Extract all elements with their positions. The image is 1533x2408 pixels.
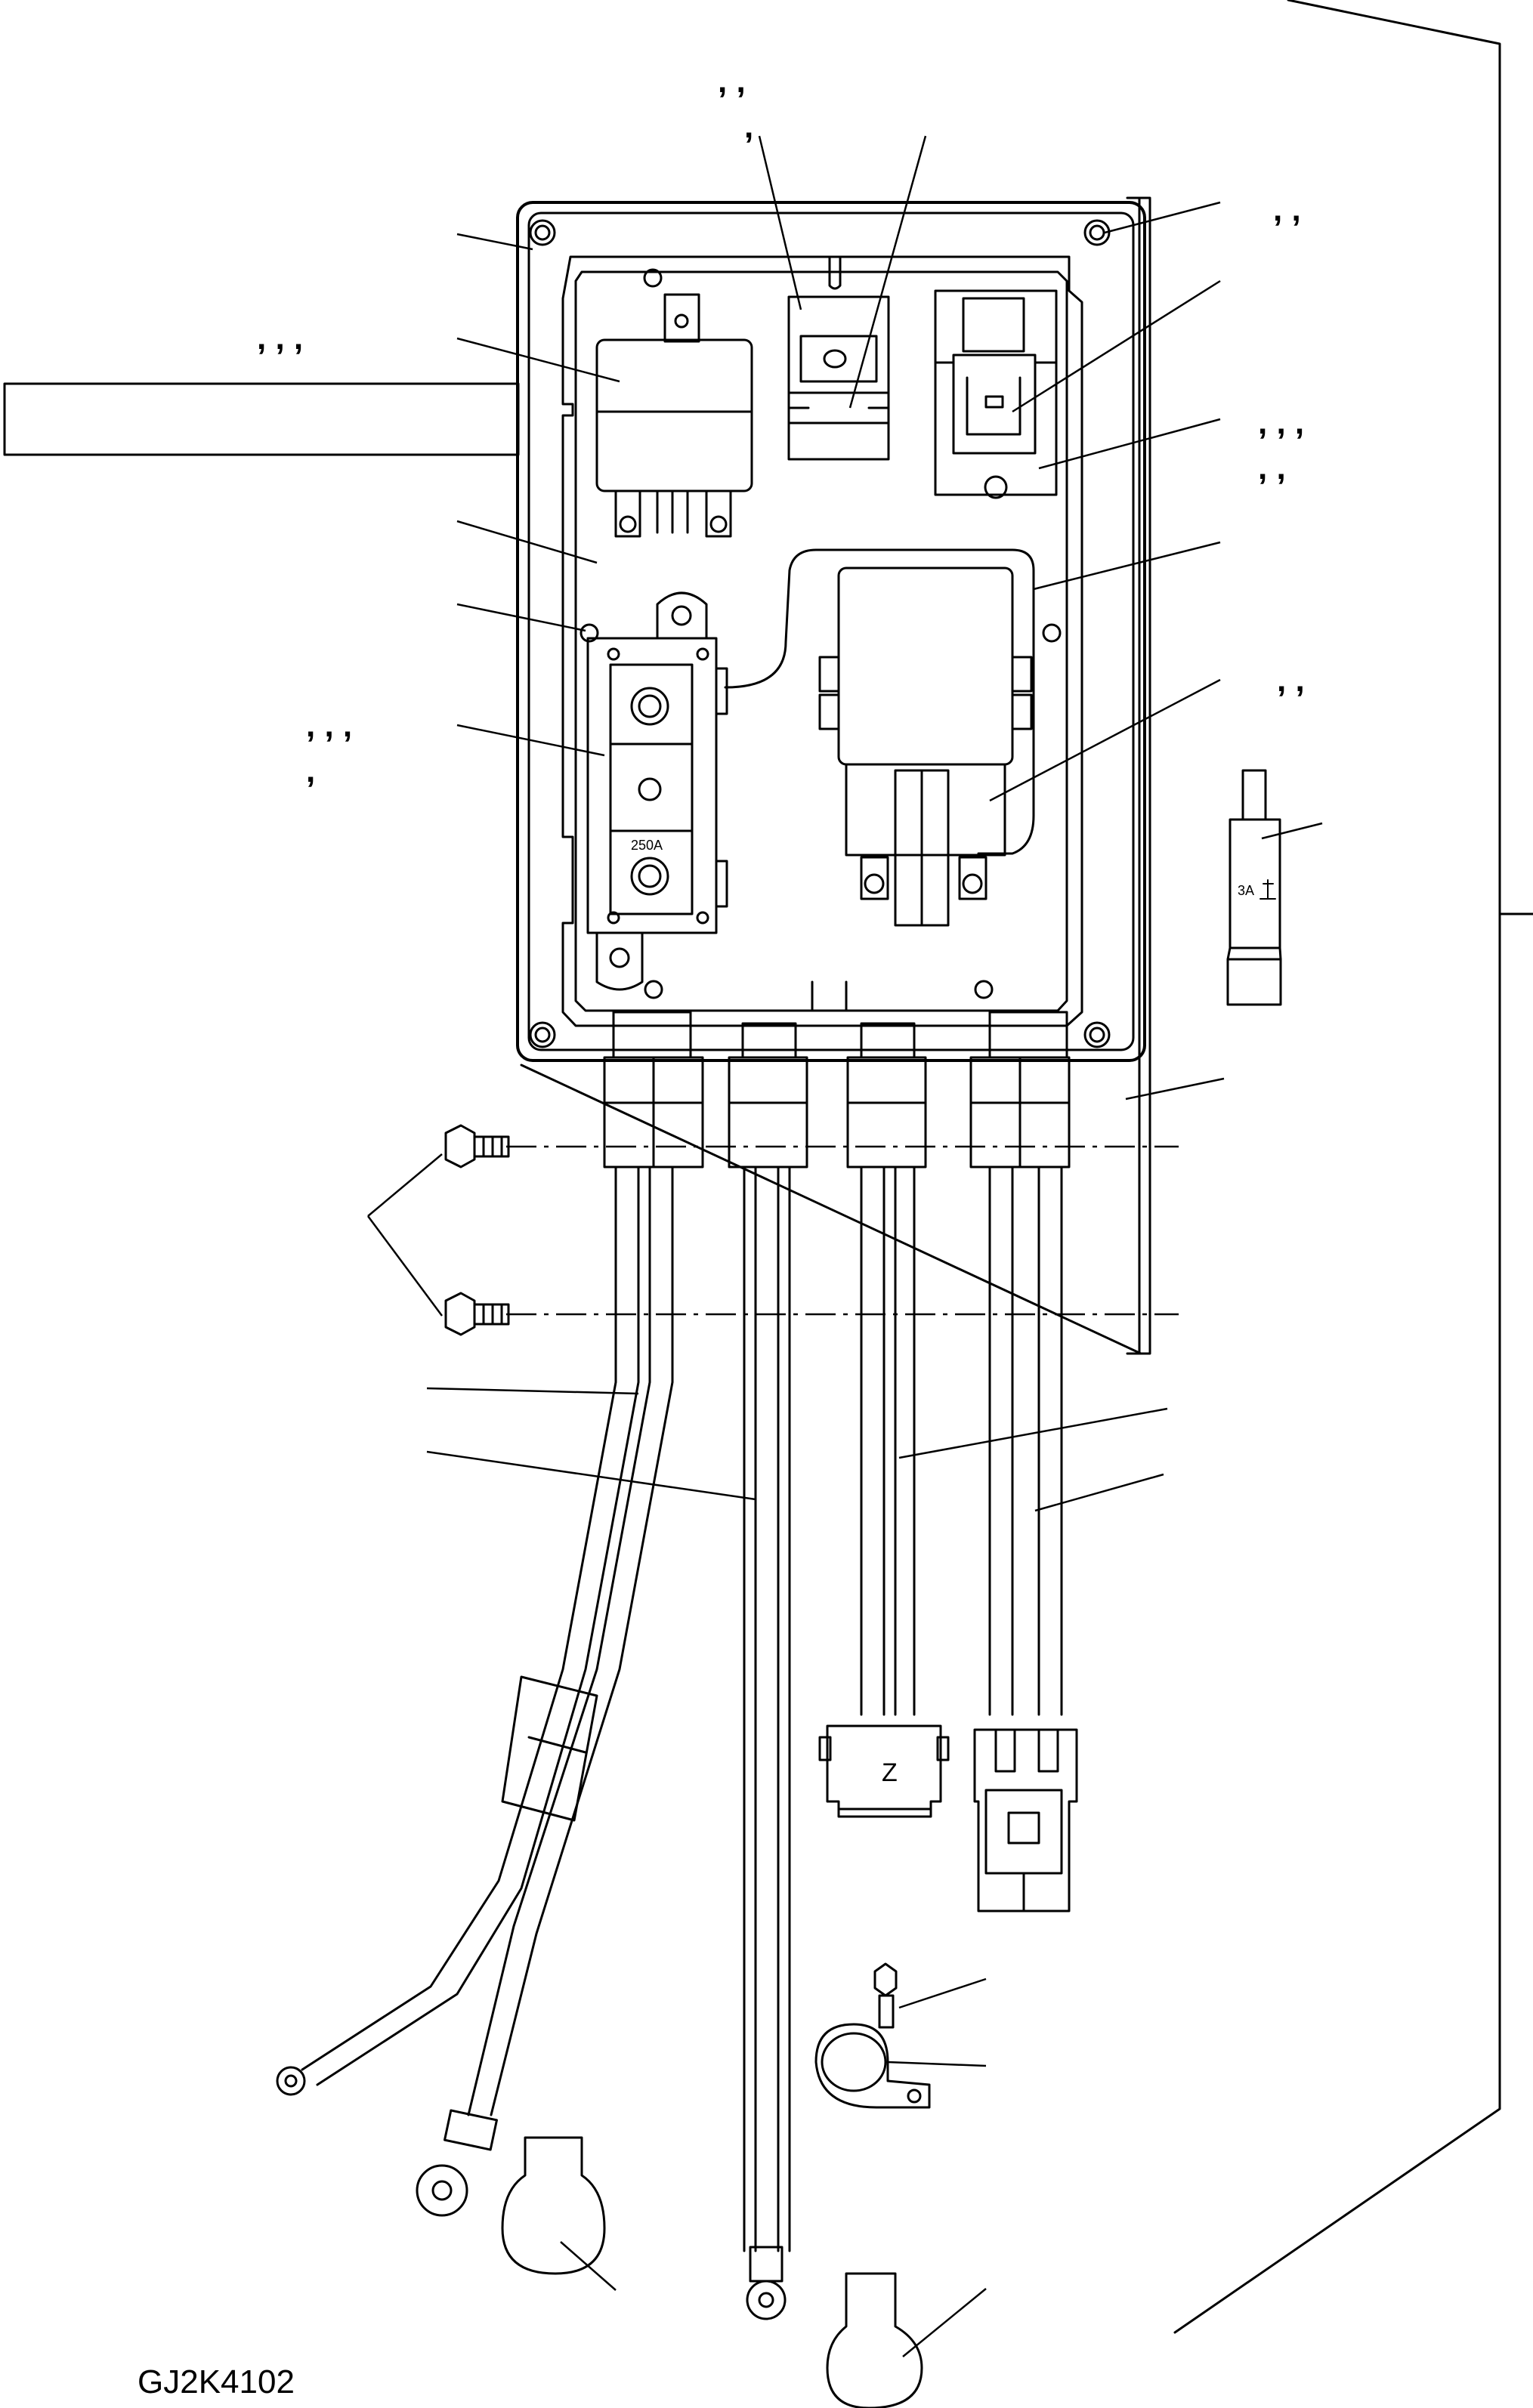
figure-id: GJ2K4102 [138,2363,295,2400]
callout-marks: , , , , , , , , , , , , , , , , , , , [257,63,1305,789]
connector-letter: Z [882,1758,898,1787]
fusible-link-block: 250A [586,591,728,991]
callout-mark: , , [1277,662,1305,699]
spare-fuse: 3A [1226,769,1282,1006]
callout-mark: , , [1258,449,1286,486]
leader-lines [426,135,1323,2357]
callout-mark: , , [1273,191,1301,228]
fuse-holder-small [787,295,890,461]
bolts [366,1124,510,1336]
connector-z: Z [818,1724,950,1818]
grommets [603,1011,1071,1168]
circuit-breaker [724,548,1035,927]
relay [595,293,753,538]
connector-block [934,289,1058,499]
terminal-caps [501,2136,923,2408]
harness-cables [276,1165,1063,2320]
callout-mark: , , , [257,320,303,357]
callout-mark: , , , [306,707,352,744]
box-housing [516,201,1146,1062]
spare-fuse-rating: 3A [1238,883,1254,898]
mounting-frame [1173,0,1533,2334]
callout-mark: , [306,752,315,789]
clamp [814,1962,931,2109]
callout-mark: , , , [1258,404,1304,441]
bracket-plate [520,196,1151,1355]
fuse-rating-label: 250A [631,838,663,853]
connector-right [973,1728,1078,1913]
callout-mark: , , [718,63,746,100]
center-lines [506,1145,1179,1316]
rail-bar [3,382,520,456]
callout-mark: , [744,108,753,145]
